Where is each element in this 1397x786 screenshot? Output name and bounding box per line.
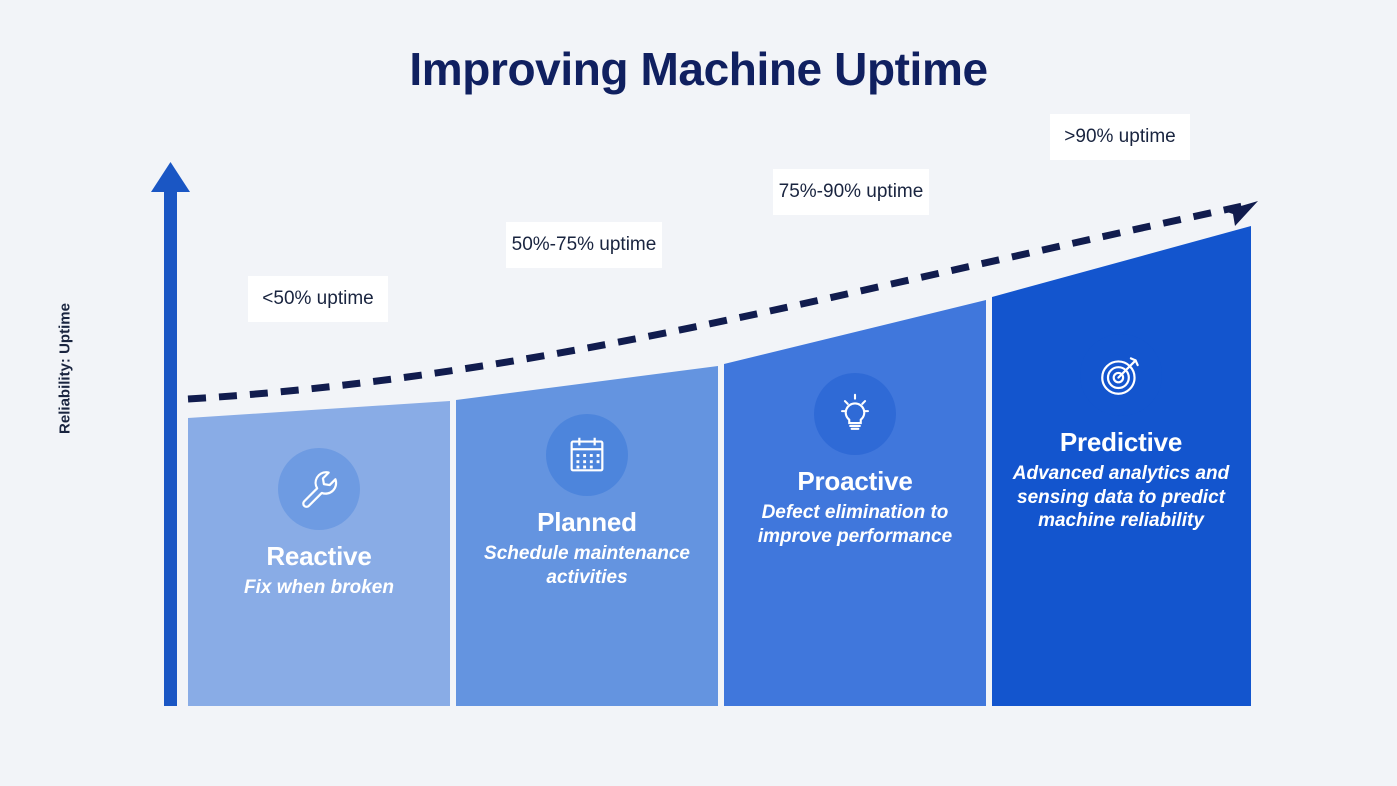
page-title: Improving Machine Uptime <box>409 43 988 95</box>
trend-arrow-icon <box>1224 201 1258 226</box>
uptime-label-text: 75%-90% uptime <box>778 181 924 202</box>
wrench-icon <box>278 448 360 530</box>
y-axis-label: Reliability: Uptime <box>56 303 74 434</box>
stage-planned[interactable]: Planned Schedule maintenance activities <box>456 414 718 589</box>
stage-proactive[interactable]: Proactive Defect elimination to improve … <box>724 373 986 548</box>
stage-name: Planned <box>537 507 637 537</box>
target-icon <box>1080 334 1162 416</box>
stage-name: Proactive <box>797 466 913 496</box>
uptime-label-predictive: >90% uptime <box>1050 114 1190 160</box>
stage-name: Reactive <box>266 541 372 571</box>
uptime-label-reactive: <50% uptime <box>248 276 388 322</box>
stage-column-proactive[interactable] <box>724 300 986 706</box>
stage-reactive[interactable]: Reactive Fix when broken <box>188 448 450 600</box>
calendar-icon <box>546 414 628 496</box>
stage-column-predictive[interactable] <box>992 226 1251 706</box>
uptime-label-proactive: 75%-90% uptime <box>773 169 929 215</box>
stage-description: Advanced analytics and sensing data to p… <box>1012 462 1230 532</box>
stage-name: Predictive <box>1059 427 1183 457</box>
y-axis-line <box>164 178 177 706</box>
stage-description: Schedule maintenance activities <box>484 542 690 588</box>
uptime-label-text: <50% uptime <box>262 288 374 309</box>
uptime-label-text: >90% uptime <box>1064 126 1176 147</box>
uptime-label-text: 50%-75% uptime <box>511 234 657 255</box>
uptime-label-planned: 50%-75% uptime <box>506 222 662 268</box>
stage-column-planned[interactable] <box>456 366 718 706</box>
stage-description: Defect elimination to improve performanc… <box>757 501 953 547</box>
stage-column-reactive[interactable] <box>188 401 450 706</box>
trend-line <box>187 202 1244 403</box>
stage-description: Fix when broken <box>244 576 394 598</box>
up-arrow-icon <box>151 162 190 192</box>
stage-predictive[interactable]: Predictive Advanced analytics and sensin… <box>990 334 1252 533</box>
lightbulb-icon <box>814 373 896 455</box>
